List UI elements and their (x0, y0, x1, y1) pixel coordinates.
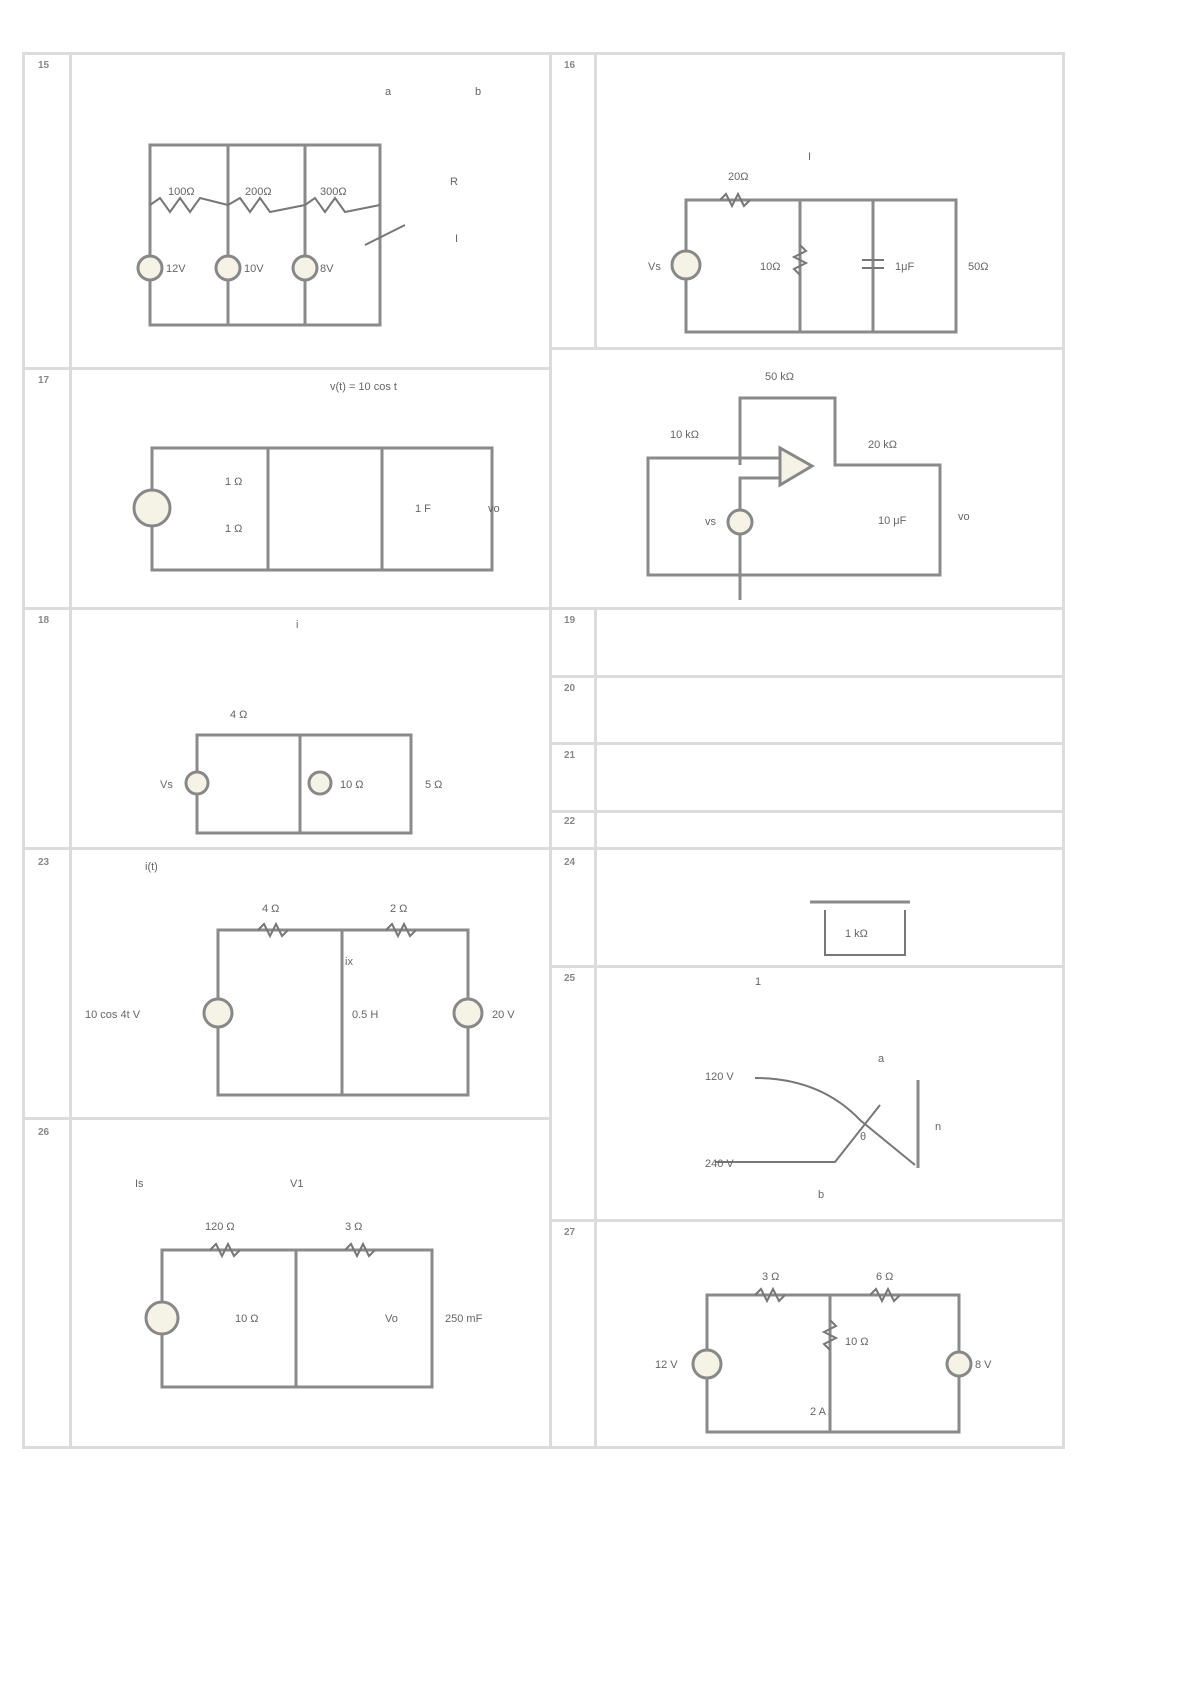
circuit-diagram: 120 V 240 V θ a b n 1 (705, 976, 941, 1201)
circuit-label: 100Ω (168, 186, 195, 198)
circuit-label: I (455, 233, 458, 245)
circuit-label: 2 Ω (390, 903, 407, 915)
problem-number: 20 (564, 683, 576, 694)
problem-cell (22, 1117, 552, 1449)
circuit-diagram: 4 Ω Vs 10 Ω 5 Ω i (160, 619, 442, 835)
circuit-label: 20 V (492, 1009, 515, 1021)
problem-cell (22, 607, 552, 850)
circuit-label: θ (860, 1131, 866, 1143)
problem-cell (549, 607, 1065, 678)
circuit-diagram: Is V1 120 Ω 3 Ω 10 Ω 250 mF Vo (135, 1178, 483, 1389)
circuit-label: 1 F (415, 503, 431, 515)
circuit-label: 120 V (705, 1071, 734, 1083)
circuit-label: 10 kΩ (670, 429, 699, 441)
circuit-label: a (878, 1053, 885, 1065)
circuit-label: Is (135, 1178, 144, 1190)
problem-number: 25 (564, 973, 576, 984)
circuit-label: 0.5 H (352, 1009, 378, 1021)
problem-cell (22, 367, 552, 610)
problem-number: 21 (564, 750, 576, 761)
circuit-label: 8 V (975, 1359, 992, 1371)
circuit-label: 1 Ω (225, 476, 242, 488)
circuit-label: 50 kΩ (765, 371, 794, 383)
circuit-diagram: 1 kΩ (810, 900, 910, 956)
problem-cell (22, 52, 552, 370)
circuit-label: 10 μF (878, 515, 907, 527)
problem-number: 24 (564, 857, 576, 868)
problem-number: 19 (564, 615, 576, 626)
circuit-label: 20 kΩ (868, 439, 897, 451)
circuit-label: ix (345, 956, 353, 968)
circuit-diagram: 20Ω 10Ω 1μF 50Ω Vs I (648, 151, 988, 334)
circuit-label: 10 Ω (845, 1336, 869, 1348)
circuit-label: 3 Ω (345, 1221, 362, 1233)
problem-cell (22, 847, 552, 1120)
circuit-label: b (818, 1189, 824, 1201)
circuit-label: 20Ω (728, 171, 748, 183)
problem-cell (549, 742, 1065, 813)
circuit-label: 2 A (810, 1406, 827, 1418)
circuit-label: Vs (160, 779, 173, 791)
circuit-label: 12 V (655, 1359, 678, 1371)
circuit-label: Vs (648, 261, 661, 273)
circuit-label: 4 Ω (262, 903, 279, 915)
circuit-diagram: a b 100Ω 200Ω 300Ω 12V 10V 8V R I (136, 86, 481, 327)
circuit-label: i (296, 619, 298, 631)
circuit-label: n (935, 1121, 941, 1133)
circuit-label: 50Ω (968, 261, 988, 273)
problem-number: 16 (564, 60, 576, 71)
circuit-label: vo (958, 511, 970, 523)
circuit-label: a (385, 86, 392, 98)
circuit-label: 10Ω (760, 261, 780, 273)
circuit-label: v(t) = 10 cos t (330, 381, 397, 393)
problem-number: 23 (38, 857, 50, 868)
circuit-label: 5 Ω (425, 779, 442, 791)
problem-number: 18 (38, 615, 50, 626)
circuit-label: 10V (244, 263, 264, 275)
circuit-label: 10 Ω (235, 1313, 259, 1325)
problem-number: 17 (38, 375, 50, 386)
circuit-diagram: v(t) = 10 cos t 1 Ω 1 Ω 1 F vo (132, 381, 500, 572)
circuit-label: I (808, 151, 811, 163)
problem-cell (549, 1219, 1065, 1449)
circuit-label: V1 (290, 1178, 303, 1190)
circuit-label: 6 Ω (876, 1271, 893, 1283)
problem-cell (549, 347, 1065, 610)
circuit-label: vo (488, 503, 500, 515)
circuit-label: 1μF (895, 261, 914, 273)
circuit-label: 300Ω (320, 186, 347, 198)
circuit-label: 10 cos 4t V (85, 1009, 141, 1021)
svg-text:1: 1 (755, 976, 761, 988)
circuit-diagram: 50 kΩ 10 kΩ 20 kΩ 10 μF vs vo (646, 371, 970, 600)
circuit-label: 4 Ω (230, 709, 247, 721)
problem-cell (549, 965, 1065, 1222)
circuit-label: 1 Ω (225, 523, 242, 535)
problem-number: 15 (38, 60, 50, 71)
problem-number: 27 (564, 1227, 576, 1238)
problem-cell (549, 810, 1065, 850)
circuit-label: 1 kΩ (845, 928, 868, 940)
problem-number: 22 (564, 816, 576, 827)
circuit-label: 200Ω (245, 186, 272, 198)
circuit-label: 250 mF (445, 1313, 483, 1325)
circuit-label: 120 Ω (205, 1221, 235, 1233)
circuit-label: 12V (166, 263, 186, 275)
circuit-label: i(t) (145, 861, 158, 873)
circuit-label: 10 Ω (340, 779, 364, 791)
circuit-label: vs (705, 516, 717, 528)
circuit-label: 240 V (705, 1158, 734, 1170)
circuit-label: b (475, 86, 481, 98)
circuit-label: Vo (385, 1313, 398, 1325)
circuit-label: 3 Ω (762, 1271, 779, 1283)
circuit-diagram: 3 Ω 6 Ω 12 V 10 Ω 2 A 8 V (655, 1271, 992, 1434)
problem-number: 26 (38, 1127, 50, 1138)
circuit-label: R (450, 176, 458, 188)
circuit-diagram: i(t) 4 Ω 2 Ω 10 cos 4t V 0.5 H 20 V ix (85, 861, 515, 1097)
problem-cell (549, 675, 1065, 745)
problem-cell (549, 847, 1065, 968)
circuit-label: 8V (320, 263, 334, 275)
